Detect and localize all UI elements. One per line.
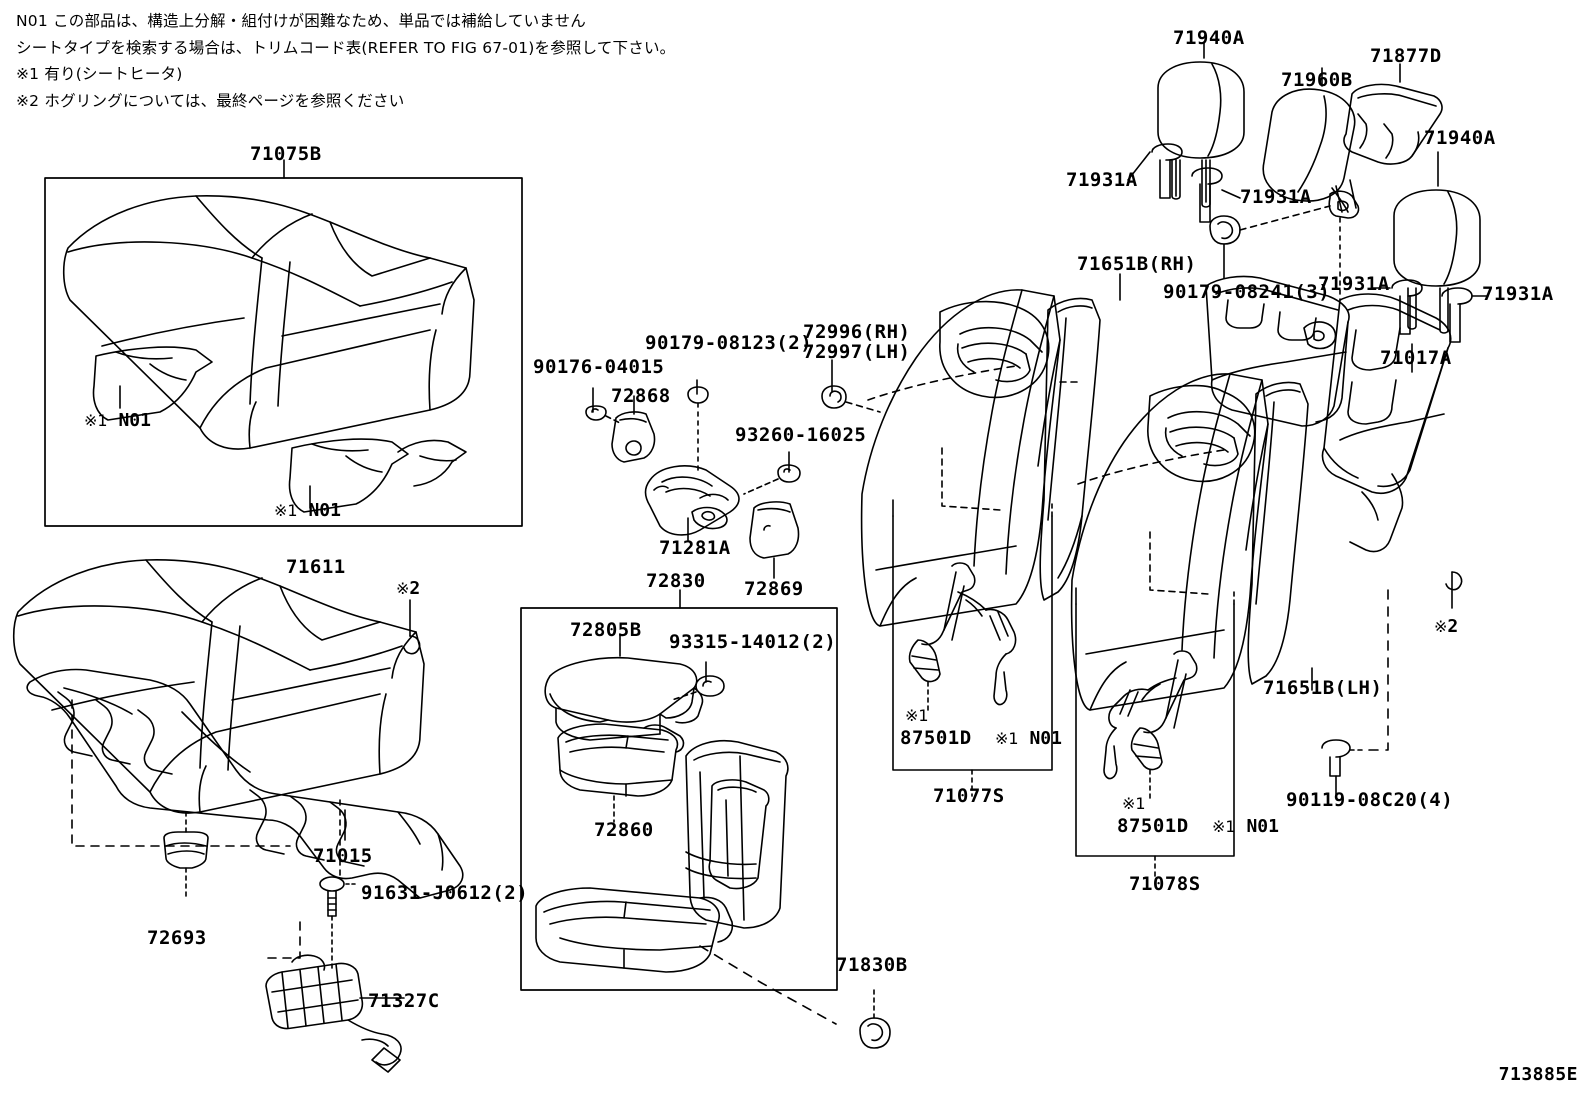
label-90179-08123: 90179-08123(2) xyxy=(645,332,813,354)
label-72805B: 72805B xyxy=(570,619,642,641)
note-line-4: ※2 ホグリングについては、最終ページを参照ください xyxy=(16,91,405,110)
label-72860: 72860 xyxy=(594,819,654,841)
label-71015: 71015 xyxy=(313,845,373,867)
note-ref-cushion-cover-2: ※1 N01 xyxy=(274,500,341,521)
marker-kome1-left: ※1 xyxy=(905,706,929,725)
note-line-2: シートタイプを検索する場合は、トリムコード表(REFER TO FIG 67-0… xyxy=(16,38,676,57)
marker-hog-ring-right: ※2 xyxy=(1434,616,1459,637)
label-90179-08241: 90179-08241(3) xyxy=(1163,281,1331,303)
label-71327C: 71327C xyxy=(368,990,440,1012)
label-71651B-LH: 71651B(LH) xyxy=(1263,677,1383,699)
label-71931A-2: 71931A xyxy=(1240,186,1312,208)
label-71931A-1: 71931A xyxy=(1066,169,1138,191)
label-91631-J0612: 91631-J0612(2) xyxy=(361,882,529,904)
note-line-1: N01 この部品は、構造上分解・組付けが困難なため、単品では補給していません xyxy=(16,12,586,30)
label-71940A-right: 71940A xyxy=(1424,127,1496,149)
note-ref-belt-right: ※1 N01 xyxy=(1212,816,1279,837)
label-71078S: 71078S xyxy=(1129,873,1201,895)
label-87501D-left: 87501D xyxy=(900,727,972,749)
label-71075B: 71075B xyxy=(250,143,322,165)
label-71830B: 71830B xyxy=(836,954,908,976)
label-72868: 72868 xyxy=(611,385,671,407)
label-71611: 71611 xyxy=(286,556,346,578)
note-line-3: ※1 有り(シートヒータ) xyxy=(16,65,183,83)
label-71940A-left: 71940A xyxy=(1173,27,1245,49)
label-71877D: 71877D xyxy=(1370,45,1442,67)
label-71931A-4: 71931A xyxy=(1482,283,1554,305)
marker-hog-ring-left: ※2 xyxy=(396,578,421,599)
note-ref-belt-left: ※1 N01 xyxy=(995,728,1062,749)
label-90119-08C20: 90119-08C20(4) xyxy=(1286,789,1454,811)
label-72996-RH: 72996(RH) xyxy=(803,321,911,343)
label-71651B-RH: 71651B(RH) xyxy=(1077,253,1197,275)
label-90176-04015: 90176-04015 xyxy=(533,356,665,378)
marker-kome1-right: ※1 xyxy=(1122,794,1146,813)
note-ref-cushion-cover-1: ※1 N01 xyxy=(84,410,151,431)
label-71960B: 71960B xyxy=(1281,69,1353,91)
label-93315-14012: 93315-14012(2) xyxy=(669,631,837,653)
diagram-id: 713885E xyxy=(1498,1064,1578,1085)
label-93260-16025: 93260-16025 xyxy=(735,424,867,446)
label-71931A-3: 71931A xyxy=(1318,273,1390,295)
label-72830: 72830 xyxy=(646,570,706,592)
label-71077S: 71077S xyxy=(933,785,1005,807)
label-72997-LH: 72997(LH) xyxy=(803,341,911,363)
label-72869: 72869 xyxy=(744,578,804,600)
label-71017A: 71017A xyxy=(1380,347,1452,369)
diagram-notes: N01 この部品は、構造上分解・組付けが困難なため、単品では補給していません シ… xyxy=(16,8,816,114)
label-72693: 72693 xyxy=(147,927,207,949)
label-87501D-right: 87501D xyxy=(1117,815,1189,837)
label-71281A: 71281A xyxy=(659,537,731,559)
